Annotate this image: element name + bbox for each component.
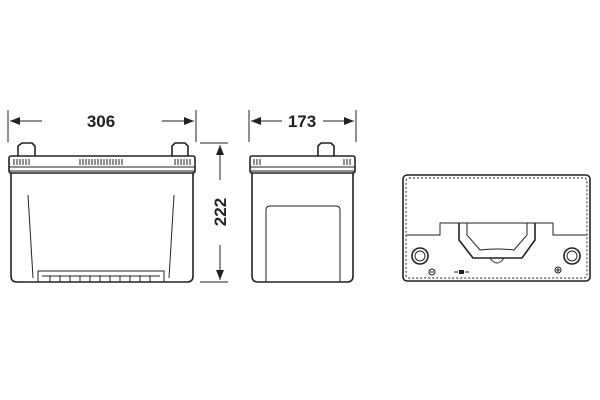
height-dimension: 222 — [200, 142, 230, 283]
vent-marks — [13, 159, 191, 165]
height-label: 222 — [211, 198, 230, 226]
side-view — [249, 142, 356, 283]
top-view — [402, 174, 591, 282]
front-view — [8, 142, 196, 283]
width-label: 173 — [288, 112, 316, 131]
length-label: 306 — [87, 112, 115, 131]
width-dimension: 173 — [248, 110, 357, 142]
length-dimension: 306 — [7, 110, 197, 142]
